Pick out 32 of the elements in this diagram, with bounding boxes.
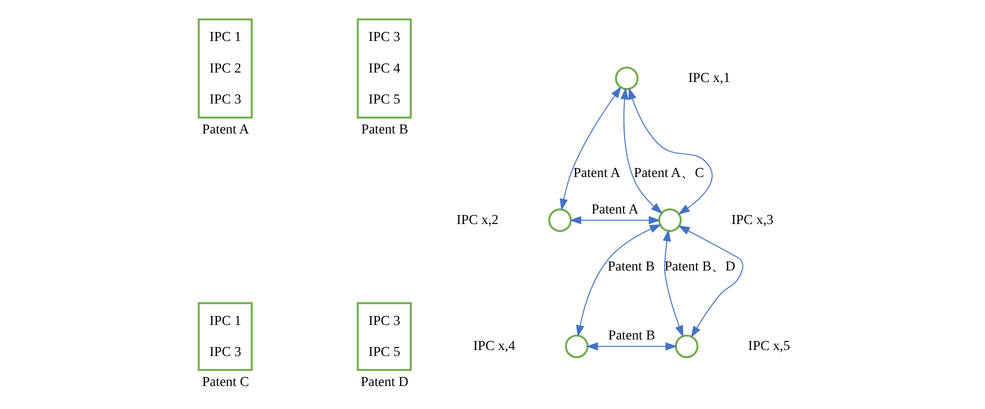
arrow bbox=[678, 225, 743, 338]
arrow bbox=[559, 86, 621, 211]
node-circle bbox=[564, 334, 588, 358]
edge-label: Patent A bbox=[572, 165, 620, 180]
node-label: IPC x,2 bbox=[456, 212, 498, 227]
node-box: IPC 1 IPC 3 bbox=[197, 302, 252, 371]
node-circle bbox=[614, 66, 638, 90]
arrow bbox=[628, 88, 712, 215]
node-box: IPC 3 IPC 4 IPC 5 bbox=[356, 18, 412, 119]
node-label: IPC x,3 bbox=[730, 212, 773, 227]
node-circle bbox=[548, 208, 572, 232]
node-label: Patent C bbox=[202, 374, 249, 389]
node-circle bbox=[674, 334, 698, 358]
node-label: IPC x,5 bbox=[748, 338, 790, 353]
arrow bbox=[662, 229, 683, 338]
edge-label: Patent B bbox=[607, 258, 654, 274]
arrow bbox=[576, 224, 662, 338]
node-label: Patent B bbox=[360, 122, 408, 137]
edge-label: Patent A bbox=[591, 202, 638, 217]
arrow bbox=[586, 342, 677, 350]
arrow bbox=[620, 88, 662, 214]
node-circle bbox=[658, 208, 682, 232]
node-label: Patent A bbox=[202, 122, 249, 137]
node-label: IPC x,1 bbox=[688, 70, 730, 85]
node-label: Patent D bbox=[360, 374, 408, 389]
arrow bbox=[568, 216, 660, 224]
edge-label: Patent A、C bbox=[633, 165, 704, 180]
node-label: IPC x,4 bbox=[472, 338, 515, 353]
edge-label: Patent B bbox=[608, 328, 655, 343]
node-box: IPC 1 IPC 2 IPC 3 bbox=[197, 18, 252, 119]
edge-label: Patent B、D bbox=[664, 258, 735, 274]
node-box: IPC 3 IPC 5 bbox=[356, 302, 412, 371]
